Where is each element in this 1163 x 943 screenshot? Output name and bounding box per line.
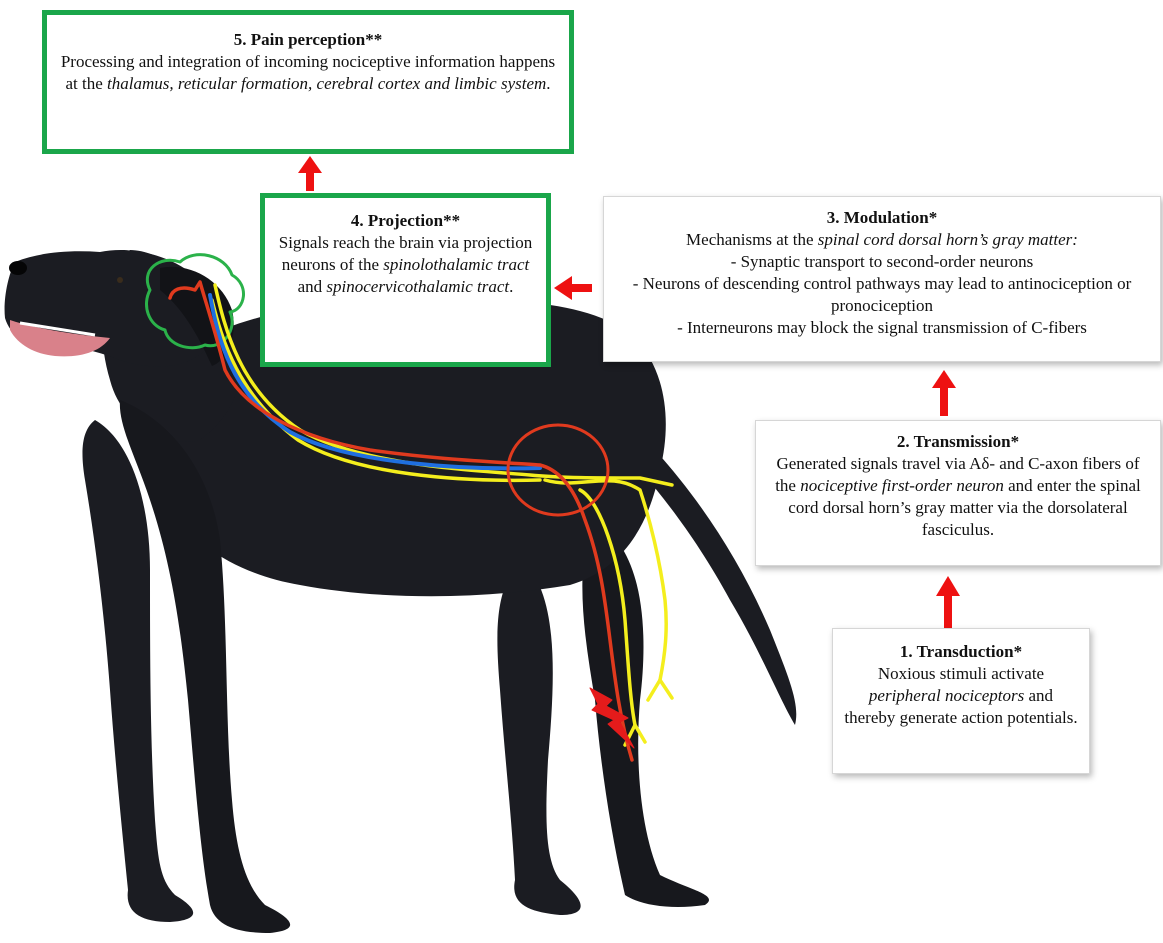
step-3-item-2: - Neurons of descending control pathways… [614,273,1150,317]
step-2-emphasis: nociceptive first-order neuron [800,476,1004,495]
step-4-text-mid: and [298,277,327,296]
step-3-title: 3. Modulation* [614,207,1150,229]
step-3-intro-text: Mechanisms at the [686,230,818,249]
step-3-modulation: 3. Modulation* Mechanisms at the spinal … [603,196,1161,362]
step-4-projection: 4. Projection** Signals reach the brain … [260,193,551,367]
step-5-text-emphasis: thalamus, reticular formation, cerebral … [107,74,546,93]
step-2-title: 2. Transmission* [766,431,1150,453]
step-2-transmission: 2. Transmission* Generated signals trave… [755,420,1161,566]
step-3-item-1: - Synaptic transport to second-order neu… [614,251,1150,273]
step-1-title: 1. Transduction* [843,641,1079,663]
step-5-title: 5. Pain perception** [57,29,559,51]
step-4-emphasis-1: spinolothalamic tract [383,255,529,274]
step-3-intro-emphasis: spinal cord dorsal horn’s gray matter: [818,230,1078,249]
step-3-item-3: - Interneurons may block the signal tran… [614,317,1150,339]
step-1-text: Noxious stimuli activate [878,664,1044,683]
step-4-text-end: . [509,277,513,296]
step-5-pain-perception: 5. Pain perception** Processing and inte… [42,10,574,154]
step-4-emphasis-2: spinocervicothalamic tract [326,277,509,296]
step-4-title: 4. Projection** [275,210,536,232]
step-1-emphasis: peripheral nociceptors [869,686,1024,705]
step-3-intro: Mechanisms at the spinal cord dorsal hor… [614,229,1150,251]
step-5-text-end: . [546,74,550,93]
step-1-transduction: 1. Transduction* Noxious stimuli activat… [832,628,1090,774]
